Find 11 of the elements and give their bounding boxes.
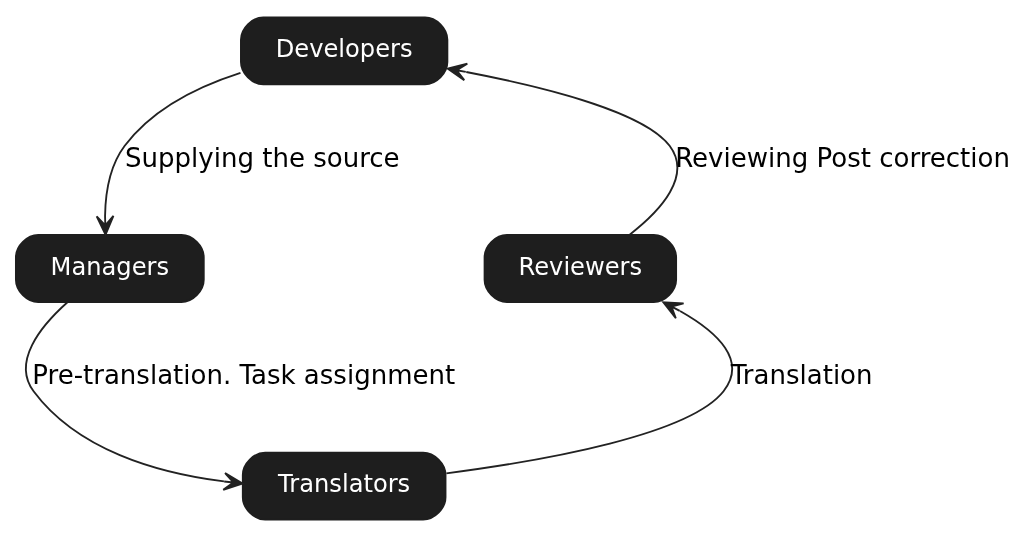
- arrow: [445, 300, 734, 474]
- node-box: Managers: [15, 233, 205, 303]
- edge-label: Reviewing Post correction: [675, 142, 1010, 173]
- arrow: [95, 71, 242, 236]
- node-box: Reviewers: [483, 233, 678, 303]
- node-box: Developers: [240, 16, 449, 85]
- arrow: [24, 300, 244, 491]
- arrow: [446, 62, 679, 236]
- node-box: Translators: [241, 451, 447, 520]
- edge-label: Pre-translation. Task assignment: [32, 359, 456, 390]
- edge-label: Supplying the source: [125, 142, 400, 173]
